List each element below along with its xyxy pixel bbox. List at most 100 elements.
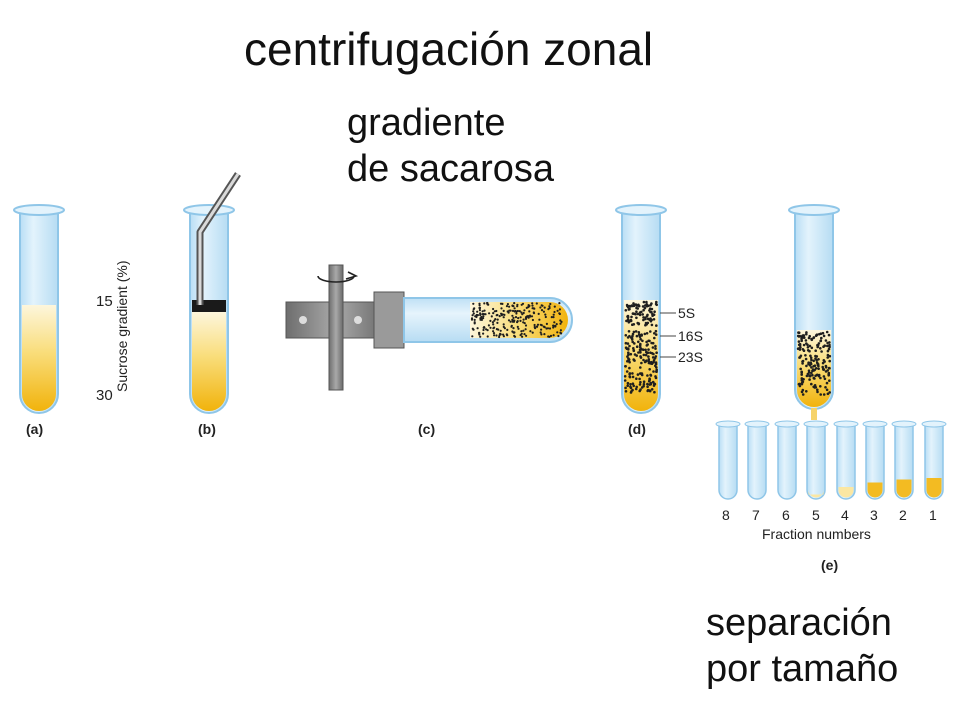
particle-dot <box>636 307 639 310</box>
particle-dot <box>515 310 518 313</box>
particle-dot <box>642 358 645 362</box>
particle-dot <box>540 309 544 312</box>
particle-dot <box>540 333 543 336</box>
particle-dot <box>654 302 658 306</box>
particle-dot <box>489 326 492 329</box>
particle-dot <box>645 303 649 307</box>
particle-dot <box>827 347 831 351</box>
particle-dot <box>520 303 523 306</box>
particle-dot <box>639 355 642 358</box>
particle-dot <box>544 313 547 316</box>
particle-dot <box>529 315 532 318</box>
particle-dot <box>506 303 509 306</box>
particle-dot <box>652 370 655 373</box>
particle-dot <box>816 390 819 394</box>
particle-dot <box>819 385 822 388</box>
particle-dot <box>630 315 633 319</box>
particle-dot <box>824 370 828 373</box>
gradient-caption-line1: gradiente <box>347 102 506 144</box>
particle-dot <box>531 318 535 322</box>
particle-dot <box>556 309 559 312</box>
particle-dot <box>493 310 496 313</box>
particle-dot <box>827 333 831 337</box>
particle-dot <box>655 351 658 355</box>
particle-dot <box>533 325 536 329</box>
fraction-liquid <box>867 482 883 498</box>
particle-dot <box>539 323 542 326</box>
particle-dot <box>492 332 496 335</box>
gradient-caption: gradiente de sacarosa <box>347 100 554 192</box>
fraction-liquid <box>838 487 854 498</box>
particle-dot <box>482 313 486 316</box>
particle-dot <box>627 348 630 351</box>
particle-dot <box>639 372 643 375</box>
particle-dot <box>531 302 534 305</box>
particle-dot <box>651 346 655 349</box>
particle-dot <box>533 307 536 310</box>
particle-dot <box>804 339 808 342</box>
particle-dot <box>624 334 628 337</box>
particle-dot <box>636 312 640 316</box>
particle-dot <box>553 305 556 308</box>
particle-dot <box>540 328 543 331</box>
particle-dot <box>535 302 538 305</box>
particle-dot <box>511 320 514 323</box>
particle-dot <box>641 313 644 316</box>
particle-dot <box>632 384 635 388</box>
particle-dot <box>824 339 828 342</box>
particle-dot <box>820 336 823 340</box>
band-label-16s: 16S <box>678 328 703 344</box>
particle-dot <box>635 334 639 338</box>
particle-dot <box>812 336 815 340</box>
particle-dot <box>502 335 505 338</box>
particle-dot <box>503 313 506 316</box>
particle-dot <box>652 361 655 364</box>
fraction-tube <box>806 423 826 500</box>
particle-dot <box>531 304 534 307</box>
particle-dot <box>650 310 653 314</box>
particle-dot <box>828 341 831 344</box>
particle-dot <box>639 366 642 369</box>
particle-dot <box>804 354 807 357</box>
particle-dot <box>639 388 642 391</box>
particle-dot <box>483 302 486 305</box>
particle-dot <box>473 318 476 321</box>
particle-dot <box>509 320 512 323</box>
particle-dot <box>642 384 645 388</box>
particle-dot <box>644 348 647 352</box>
particle-dot <box>539 331 542 334</box>
particle-dot <box>479 312 482 315</box>
fraction-number-4: 4 <box>841 507 849 523</box>
particle-dot <box>654 329 658 333</box>
particle-dot <box>559 329 563 332</box>
particle-dot <box>498 335 501 339</box>
particle-dot <box>645 332 649 335</box>
particle-dot <box>826 392 830 396</box>
particle-dot <box>627 351 630 355</box>
particle-dot <box>537 312 540 315</box>
particle-dot <box>634 312 637 316</box>
fraction-number-2: 2 <box>899 507 907 523</box>
particle-dot <box>826 353 830 357</box>
particle-dot <box>532 312 536 315</box>
particle-dot <box>643 306 647 310</box>
particle-dot <box>812 376 816 380</box>
particle-dot <box>536 323 540 326</box>
particles-horizontal-tube <box>470 301 563 339</box>
particle-dot <box>650 302 653 305</box>
particle-dot <box>639 342 642 346</box>
particle-dot <box>823 360 826 363</box>
particle-dot <box>819 339 823 343</box>
particle-dot <box>471 335 474 338</box>
particle-dot <box>654 361 658 364</box>
particle-dot <box>513 302 516 305</box>
particle-dot <box>640 361 643 365</box>
particle-dot <box>542 310 546 313</box>
particle-dot <box>798 344 802 347</box>
particle-dot <box>511 314 514 317</box>
fraction-liquid <box>896 479 912 498</box>
particle-dot <box>490 315 493 318</box>
particle-dot <box>631 332 635 336</box>
particle-dot <box>824 386 827 389</box>
